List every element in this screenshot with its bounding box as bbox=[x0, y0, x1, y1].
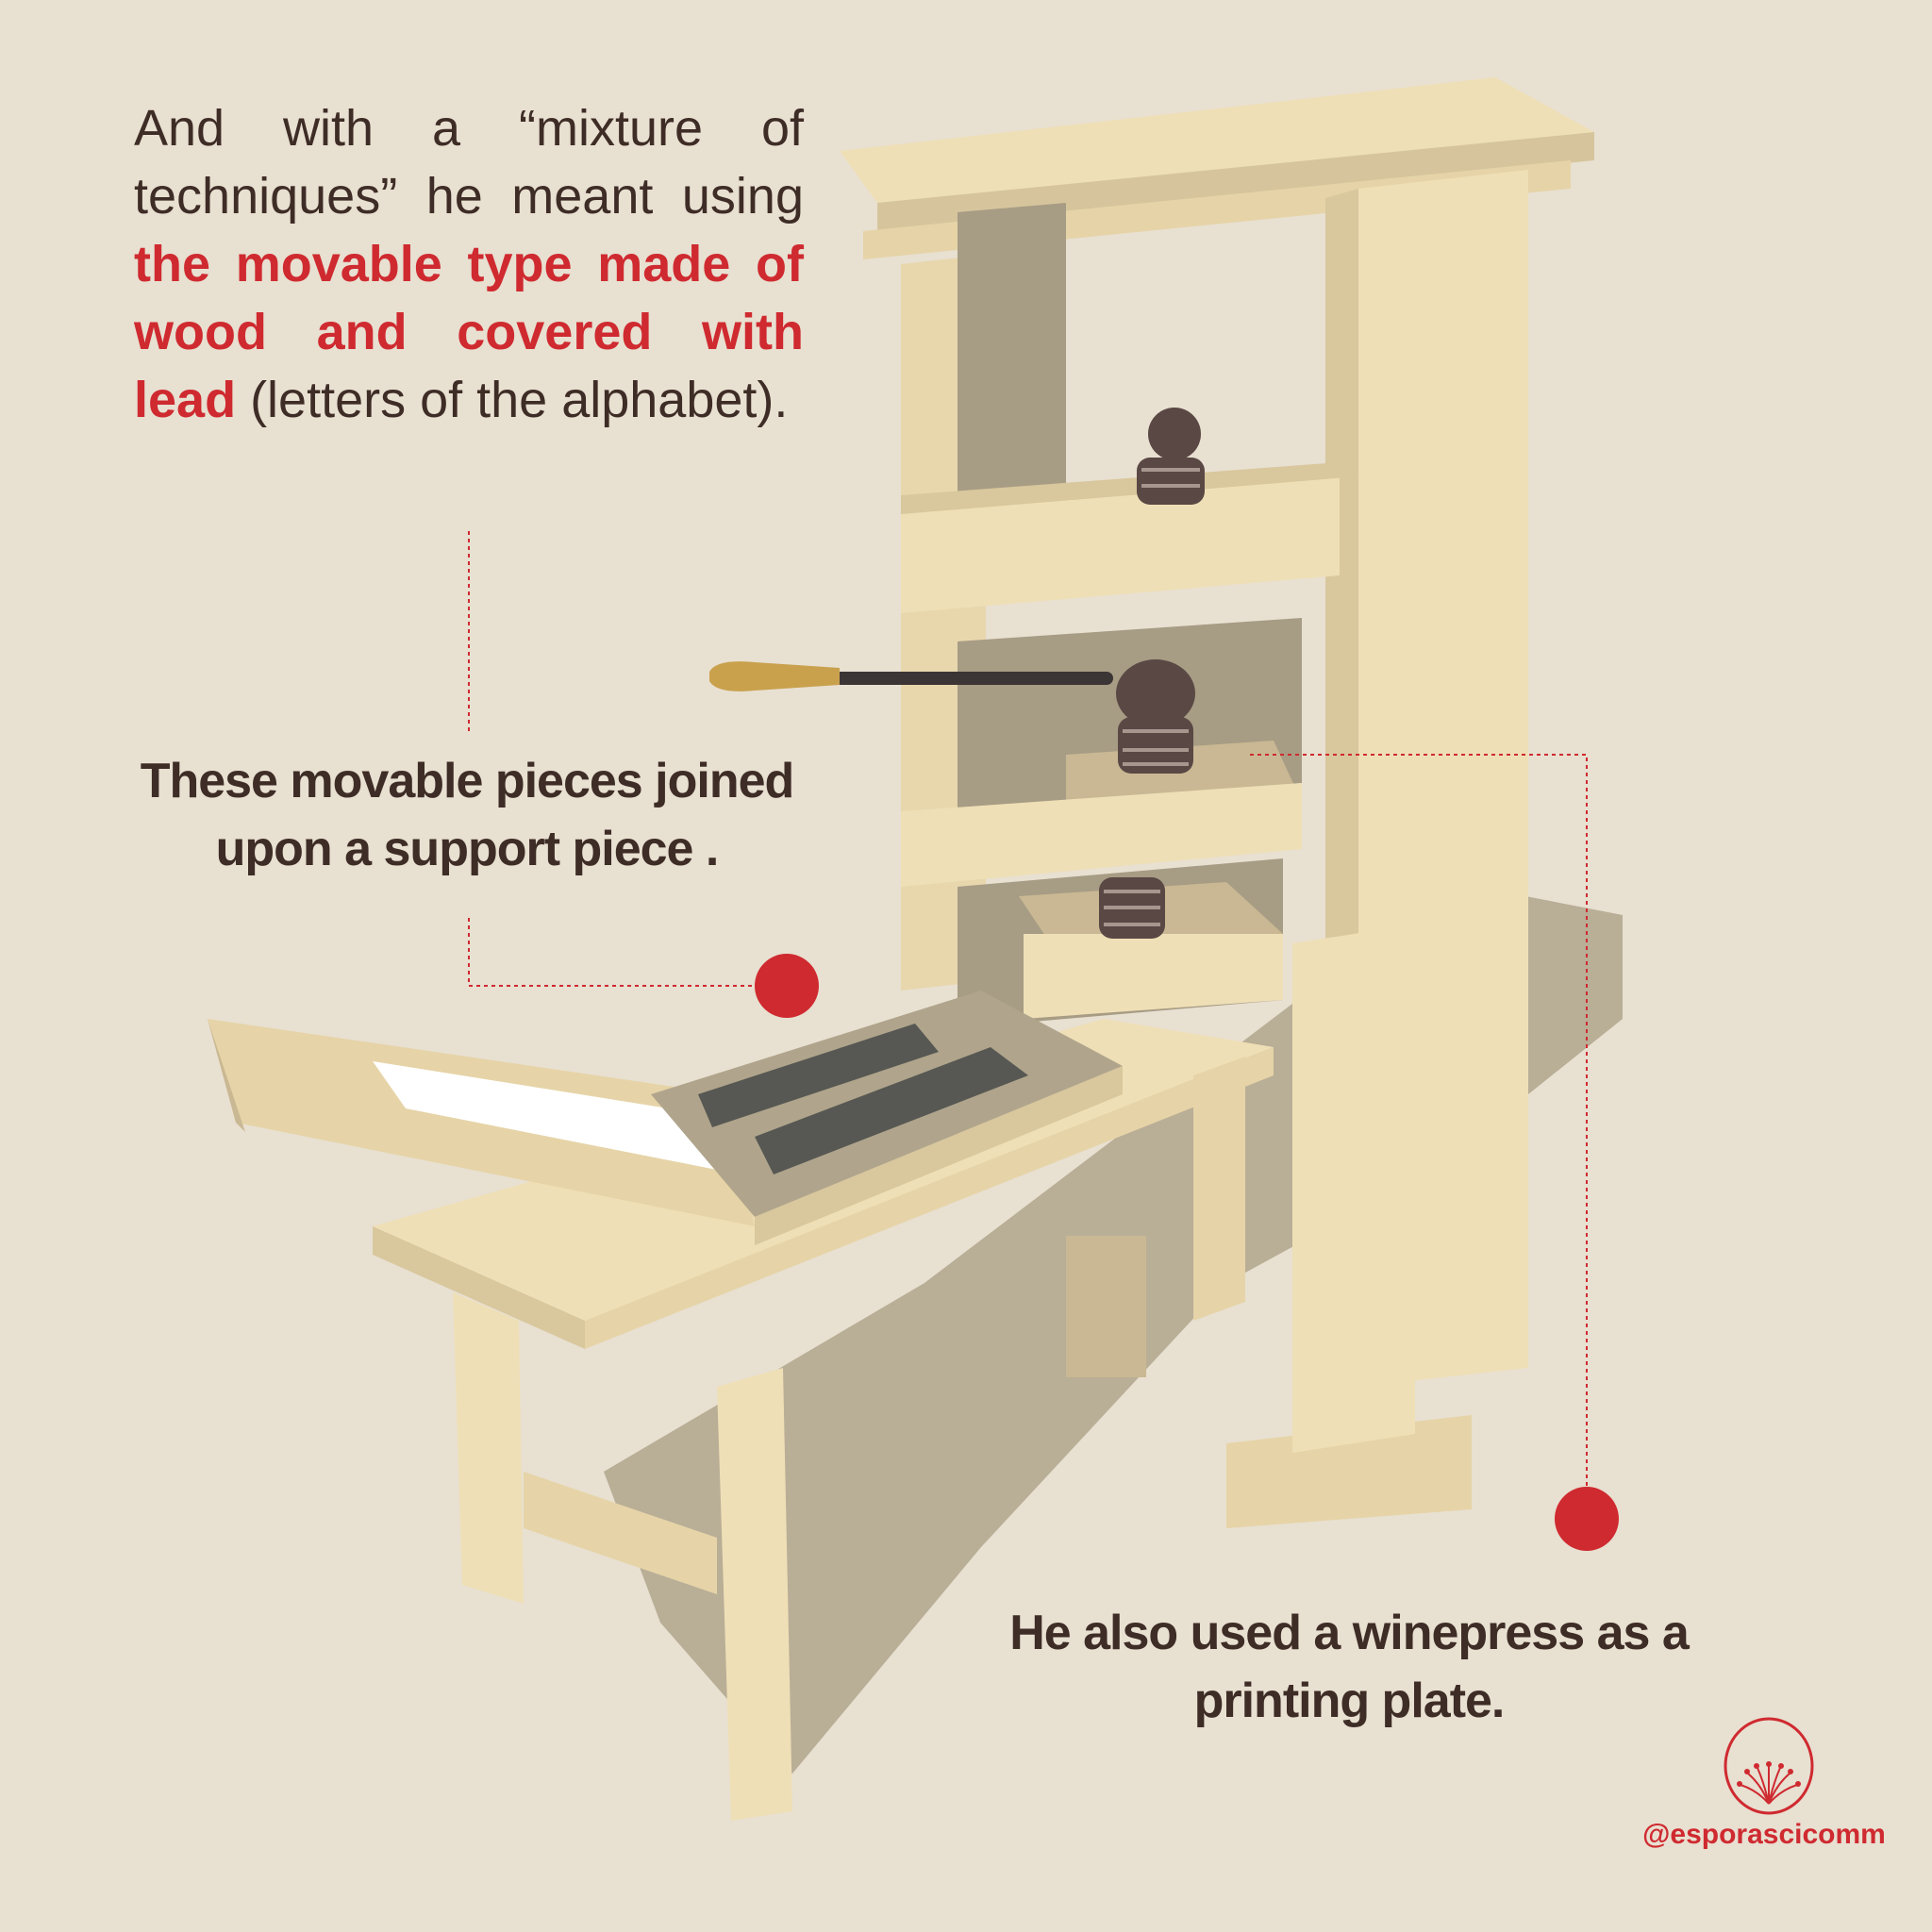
press-lever-bar bbox=[830, 672, 1113, 685]
callout-winepress: He also used a winepress as a printing p… bbox=[1009, 1606, 1690, 1728]
bench-back-leg bbox=[1066, 1236, 1146, 1377]
press-crown bbox=[840, 77, 1594, 203]
type-bed-front bbox=[755, 1066, 1123, 1245]
callout-support-piece: These movable pieces joined upon a suppo… bbox=[140, 754, 795, 876]
intro-paragraph: And with a “mixture of techniques” he me… bbox=[134, 94, 804, 434]
press-upper-beam-top bbox=[901, 462, 1358, 514]
press-left-column-inner bbox=[958, 203, 1066, 519]
intro-text-end: (letters of the alphabet). bbox=[236, 372, 789, 428]
callout-2-marker bbox=[1555, 1487, 1619, 1551]
intro-highlight: the movable type made of wood and covere… bbox=[134, 236, 804, 428]
press-upper-beam bbox=[901, 476, 1340, 613]
press-right-front-post bbox=[1292, 924, 1415, 1453]
tympan-frame-edge bbox=[208, 1019, 245, 1132]
press-right-column-base bbox=[1226, 1415, 1472, 1528]
intro-text-start: And with a “mixture of techniques” he me… bbox=[134, 100, 804, 225]
press-upper-screw-cap bbox=[1148, 408, 1201, 460]
bench-front-leg-left bbox=[453, 1292, 524, 1604]
press-middle-beam bbox=[901, 783, 1302, 887]
bench-front-leg-right bbox=[717, 1368, 792, 1821]
callout-2-leader bbox=[1250, 754, 1588, 1486]
bench-top-side bbox=[585, 1047, 1274, 1349]
press-upper-screw bbox=[1137, 458, 1205, 505]
type-block-1 bbox=[698, 1024, 939, 1127]
press-lever-handle bbox=[709, 661, 840, 691]
brand-handle: @esporascicomm bbox=[1642, 1819, 1886, 1850]
spore-logo-icon bbox=[1724, 1717, 1814, 1815]
callout-1-leader-bottom bbox=[468, 918, 755, 987]
brand-mark: @esporascicomm bbox=[1623, 1717, 1906, 1858]
press-middle-screw-head bbox=[1116, 659, 1195, 727]
bench-back-leg-right bbox=[1193, 1057, 1245, 1321]
bench-crossbar bbox=[524, 1472, 717, 1594]
tympan-paper bbox=[373, 1061, 717, 1170]
callout-1-marker bbox=[755, 954, 819, 1018]
type-block-2 bbox=[755, 1047, 1028, 1174]
press-lower-block-front bbox=[1024, 934, 1283, 1019]
bench-top-edge bbox=[373, 1226, 585, 1349]
